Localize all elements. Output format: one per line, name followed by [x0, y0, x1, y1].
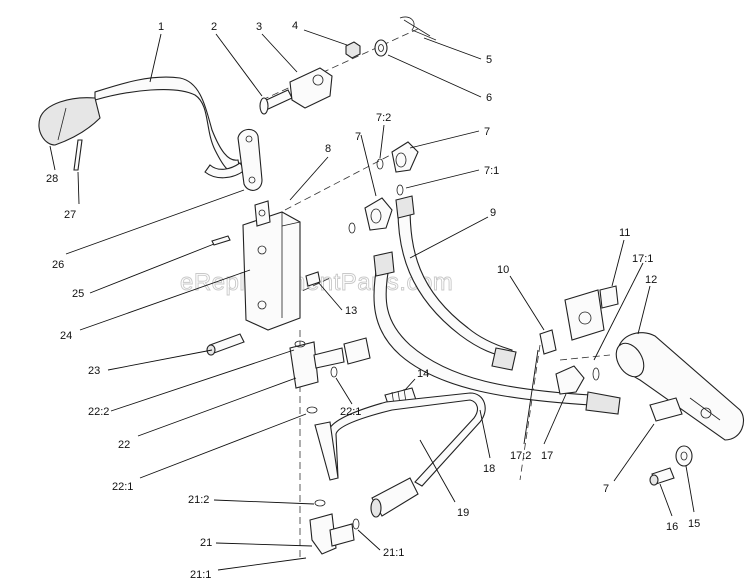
callout-22: 22 [118, 439, 130, 451]
callout-10: 10 [497, 264, 509, 276]
elbow-fitting-part-17 [555, 365, 585, 395]
elbow-fitting-part-7-cylinder [649, 397, 683, 422]
nut-part-4 [345, 41, 361, 59]
callout-17-1: 17:1 [632, 253, 653, 265]
o-ring-part-22-1-a [330, 366, 338, 378]
pivot-block-part-3 [289, 67, 333, 109]
callout-22-2: 22:2 [88, 406, 109, 418]
o-ring-part-22-1-b [306, 406, 318, 414]
elbow-fitting-part-7-upper [391, 141, 419, 173]
callout-15: 15 [688, 518, 700, 530]
callout-5: 5 [486, 54, 492, 66]
callout-14: 14 [417, 368, 429, 380]
callout-4: 4 [292, 20, 298, 32]
screw-part-27 [73, 139, 83, 171]
callout-28: 28 [46, 173, 58, 185]
lever-knob-part-28 [38, 97, 101, 146]
washer-part-15 [675, 445, 693, 467]
tee-fitting-part-22 [289, 341, 345, 389]
callout-9: 9 [490, 207, 496, 219]
o-ring-part-17-1 [592, 367, 600, 381]
callout-26: 26 [52, 259, 64, 271]
hydraulic-tube-part-19 [314, 392, 486, 487]
control-valve-part-24 [242, 200, 301, 331]
o-ring-part-7-2 [376, 158, 384, 170]
callout-27: 27 [64, 209, 76, 221]
o-ring-part-21-1 [352, 518, 360, 530]
clevis-plate-part-26 [237, 128, 263, 191]
callout-11: 11 [619, 227, 630, 239]
pin-part-10 [539, 329, 557, 355]
callout-21-1-left: 21:1 [190, 569, 211, 581]
callout-8: 8 [325, 143, 331, 155]
callout-22-1-right: 22:1 [340, 406, 361, 418]
callout-7-mid: 7 [355, 131, 361, 143]
screw-part-25 [211, 235, 231, 246]
cotter-pin-part-5 [399, 16, 437, 41]
callout-21-2: 21:2 [188, 494, 209, 506]
callout-6: 6 [486, 92, 492, 104]
callout-18: 18 [483, 463, 495, 475]
callout-24: 24 [60, 330, 72, 342]
bolt-part-23 [206, 333, 245, 356]
hydraulic-cylinder-part-12 [564, 289, 744, 441]
callout-16: 16 [666, 521, 678, 533]
fitting-part-22-adapter [343, 337, 371, 365]
callout-22-1-left: 22:1 [112, 481, 133, 493]
callout-7-top: 7 [484, 126, 490, 138]
callout-21: 21 [200, 537, 212, 549]
control-lever-part-1 [94, 76, 246, 179]
callout-12: 12 [645, 274, 657, 286]
mounting-bracket-part-11 [599, 285, 619, 309]
fitting-part-13 [305, 271, 321, 287]
callout-2: 2 [211, 21, 217, 33]
elbow-fitting-part-7-mid [364, 197, 393, 231]
bolt-part-16 [649, 467, 675, 486]
leader-lines [49, 29, 695, 571]
hydraulic-hose-part-9 [395, 195, 517, 371]
washer-part-6 [374, 39, 388, 57]
callout-21-1-right: 21:1 [383, 547, 404, 559]
callout-7-cylinder: 7 [603, 483, 609, 495]
pivot-pin-part-2 [259, 89, 293, 115]
o-ring-part-22-2 [294, 340, 306, 348]
adapter-part-21-tube [370, 477, 419, 518]
callout-13: 13 [345, 305, 357, 317]
o-ring-part-7-1 [396, 184, 404, 196]
callout-17-2: 17:2 [510, 450, 531, 462]
callout-17: 17 [541, 450, 553, 462]
callout-3: 3 [256, 21, 262, 33]
callout-labels: 1 2 3 4 5 6 7:2 7 7 7:1 8 9 10 11 12 13 … [46, 20, 700, 581]
elbow-fitting-part-21 [309, 513, 355, 555]
o-ring-part-8 [348, 222, 356, 234]
callout-25: 25 [72, 288, 84, 300]
callout-19: 19 [457, 507, 469, 519]
callout-23: 23 [88, 365, 100, 377]
callout-7-1: 7:1 [484, 165, 499, 177]
o-ring-part-21-2 [314, 499, 326, 507]
hydraulic-hose-part-18 [373, 251, 621, 415]
callout-7-2: 7:2 [376, 112, 391, 124]
callout-1: 1 [158, 21, 164, 33]
